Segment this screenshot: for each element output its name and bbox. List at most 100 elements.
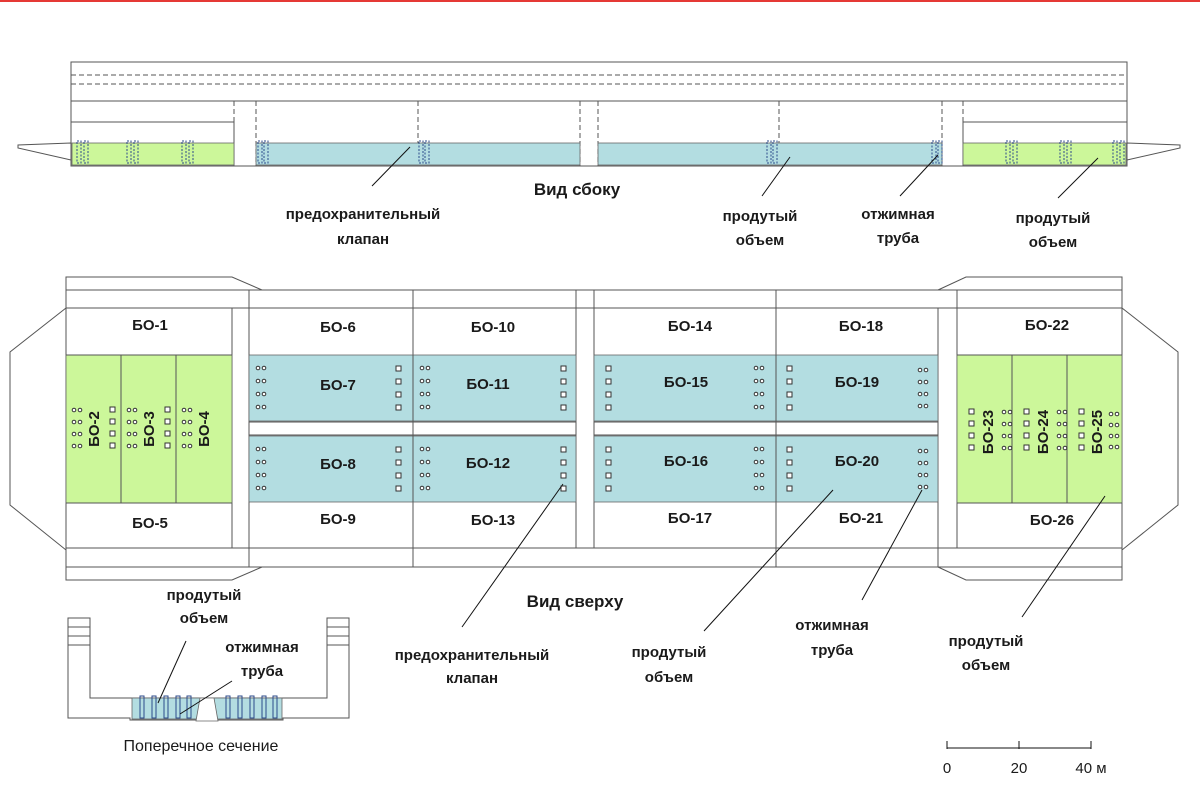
pipe-marker bbox=[753, 446, 759, 452]
valve-marker bbox=[109, 418, 116, 425]
valve-marker bbox=[164, 430, 171, 437]
side-pipe-label-2: труба bbox=[877, 230, 920, 247]
valve-marker bbox=[786, 485, 793, 492]
compartment-bo17: БО-17 bbox=[668, 510, 712, 527]
pipe-marker bbox=[917, 460, 923, 466]
compartment-bo4: БО-4 bbox=[196, 410, 213, 446]
valve-marker bbox=[1023, 408, 1030, 415]
cross-pipe-label-1: отжимная bbox=[225, 639, 298, 656]
compartment-bo9: БО-9 bbox=[320, 511, 356, 528]
top-volume-mid-label-2: объем bbox=[645, 669, 693, 686]
valve-marker bbox=[786, 472, 793, 479]
pipe-marker bbox=[77, 407, 83, 413]
pipe-marker bbox=[917, 367, 923, 373]
pipe-marker bbox=[923, 379, 929, 385]
cross-section-caption: Поперечное сечение bbox=[124, 738, 279, 755]
compartment-bo13: БО-13 bbox=[471, 512, 515, 529]
scale-bar bbox=[946, 741, 1092, 749]
pipe-marker bbox=[917, 448, 923, 454]
pipe-marker bbox=[1062, 409, 1068, 415]
valve-marker bbox=[109, 430, 116, 437]
pipe-marker bbox=[181, 407, 187, 413]
valve-marker bbox=[605, 459, 612, 466]
valve-marker bbox=[605, 378, 612, 385]
side-blue-a bbox=[255, 142, 581, 166]
pipe-marker bbox=[126, 443, 132, 449]
top-valve-label-2: клапан bbox=[446, 670, 498, 687]
pipe-markers bbox=[71, 365, 1120, 492]
valve-marker bbox=[164, 418, 171, 425]
compartment-labels: БО-1 БО-5 БО-2 БО-3 БО-4 БО-6 БО-7 БО-8 … bbox=[86, 317, 1106, 532]
compartment-bo11: БО-11 bbox=[466, 376, 509, 393]
side-volume-label-2: объем bbox=[736, 232, 784, 249]
pipe-marker bbox=[255, 446, 261, 452]
compartment-bo24: БО-24 bbox=[1035, 409, 1052, 454]
pipe-marker bbox=[181, 419, 187, 425]
pipe-marker bbox=[419, 472, 425, 478]
valve-marker bbox=[395, 378, 402, 385]
top-volume-right-label-2: объем bbox=[962, 657, 1010, 674]
top-valve-label-1: предохранительный bbox=[395, 647, 550, 664]
pipe-marker bbox=[759, 472, 765, 478]
valve-marker bbox=[395, 365, 402, 372]
compartment-bo21: БО-21 bbox=[839, 510, 883, 527]
pipe-marker bbox=[261, 404, 267, 410]
pipe-marker bbox=[187, 443, 193, 449]
pipe-marker bbox=[255, 365, 261, 371]
pipe-marker bbox=[255, 404, 261, 410]
pipe-marker bbox=[181, 443, 187, 449]
pipe-marker bbox=[1108, 433, 1114, 439]
pipe-marker bbox=[425, 365, 431, 371]
pipe-marker bbox=[1056, 421, 1062, 427]
compartment-bo5: БО-5 bbox=[132, 515, 168, 532]
pipe-marker bbox=[261, 446, 267, 452]
compartment-bo19: БО-19 bbox=[835, 374, 879, 391]
valve-marker bbox=[395, 391, 402, 398]
valve-marker bbox=[605, 446, 612, 453]
pipe-marker bbox=[255, 459, 261, 465]
valve-marker bbox=[605, 365, 612, 372]
pipe-marker bbox=[923, 484, 929, 490]
pipe-marker bbox=[917, 484, 923, 490]
side-view bbox=[17, 61, 1181, 199]
compartment-bo20: БО-20 bbox=[835, 453, 879, 470]
valve-marker bbox=[968, 444, 975, 451]
compartment-bo6: БО-6 bbox=[320, 319, 356, 336]
side-valve-label-1: предохранительный bbox=[286, 206, 441, 223]
pipe-marker bbox=[419, 485, 425, 491]
valve-marker bbox=[605, 472, 612, 479]
compartment-bo14: БО-14 bbox=[668, 318, 713, 335]
compartment-bo22: БО-22 bbox=[1025, 317, 1069, 334]
pipe-marker bbox=[71, 443, 77, 449]
pipe-marker bbox=[419, 365, 425, 371]
compartment-bo7: БО-7 bbox=[320, 377, 356, 394]
pipe-marker bbox=[77, 419, 83, 425]
pipe-marker bbox=[753, 459, 759, 465]
valve-marker bbox=[560, 459, 567, 466]
pipe-marker bbox=[425, 446, 431, 452]
valve-marker bbox=[560, 472, 567, 479]
pipe-marker bbox=[1062, 421, 1068, 427]
pipe-marker bbox=[1001, 409, 1007, 415]
scale-tick-0: 0 bbox=[943, 760, 951, 777]
pipe-marker bbox=[419, 391, 425, 397]
pipe-marker bbox=[1001, 445, 1007, 451]
top-green-left bbox=[65, 354, 233, 504]
top-volume-left-label-1: продутый bbox=[167, 587, 242, 604]
valve-marker bbox=[786, 391, 793, 398]
top-pipe-label-2: труба bbox=[811, 642, 854, 659]
top-view-caption: Вид сверху bbox=[527, 592, 624, 611]
pipe-marker bbox=[759, 485, 765, 491]
pipe-marker bbox=[759, 378, 765, 384]
scale-tick-40: 40 м bbox=[1075, 760, 1106, 777]
pipe-marker bbox=[425, 391, 431, 397]
pipe-marker bbox=[923, 403, 929, 409]
valve-marker bbox=[560, 485, 567, 492]
compartment-bo15: БО-15 bbox=[664, 374, 708, 391]
pipe-marker bbox=[753, 365, 759, 371]
side-volume-right-label-2: объем bbox=[1029, 234, 1077, 251]
valve-marker bbox=[786, 378, 793, 385]
valve-marker bbox=[786, 446, 793, 453]
pipe-marker bbox=[132, 443, 138, 449]
pipe-marker bbox=[187, 407, 193, 413]
